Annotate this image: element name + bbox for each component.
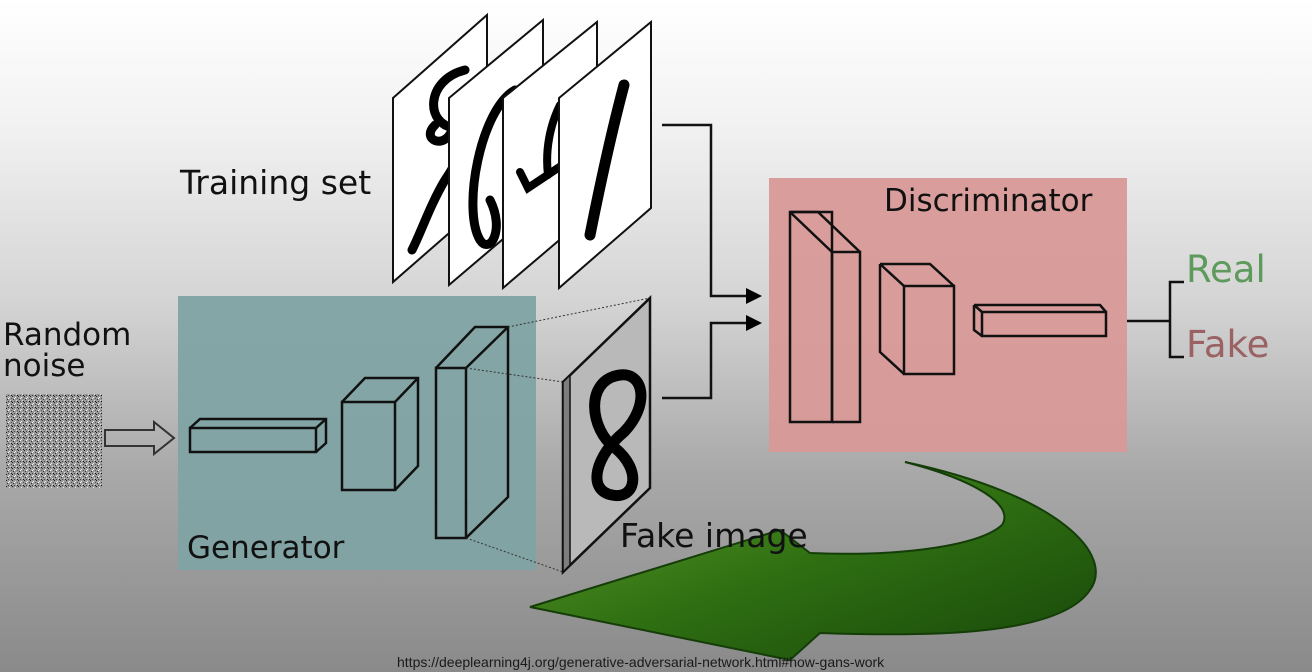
feedback-arrow: [529, 461, 1097, 662]
projection-lines: [465, 297, 651, 573]
random-noise-label: Random noise: [3, 320, 131, 382]
arrowhead-real: [746, 288, 762, 304]
random-noise-label-line1: Random: [3, 317, 132, 353]
output-bracket: [1127, 280, 1184, 359]
noise-arrow: [104, 419, 176, 457]
source-url-link[interactable]: https://deeplearning4j.org/generative-ad…: [397, 654, 885, 670]
discriminator-label: Discriminator: [884, 183, 1093, 219]
discriminator-layers: [788, 210, 1108, 424]
training-set-label: Training set: [180, 163, 372, 202]
random-noise-image: [6, 394, 102, 488]
fake-output-label: Fake: [1186, 323, 1270, 366]
random-noise-label-line2: noise: [3, 348, 86, 384]
discriminator-box: [769, 178, 1127, 452]
real-output-label: Real: [1186, 248, 1266, 291]
training-set-cards: [392, 12, 652, 291]
generator-box: [178, 296, 536, 570]
arrowhead-fake: [746, 315, 762, 331]
input-connectors: [662, 123, 748, 400]
fake-image-label: Fake image: [620, 516, 808, 555]
fake-image-plate: [561, 295, 652, 575]
generator-label: Generator: [187, 530, 345, 566]
